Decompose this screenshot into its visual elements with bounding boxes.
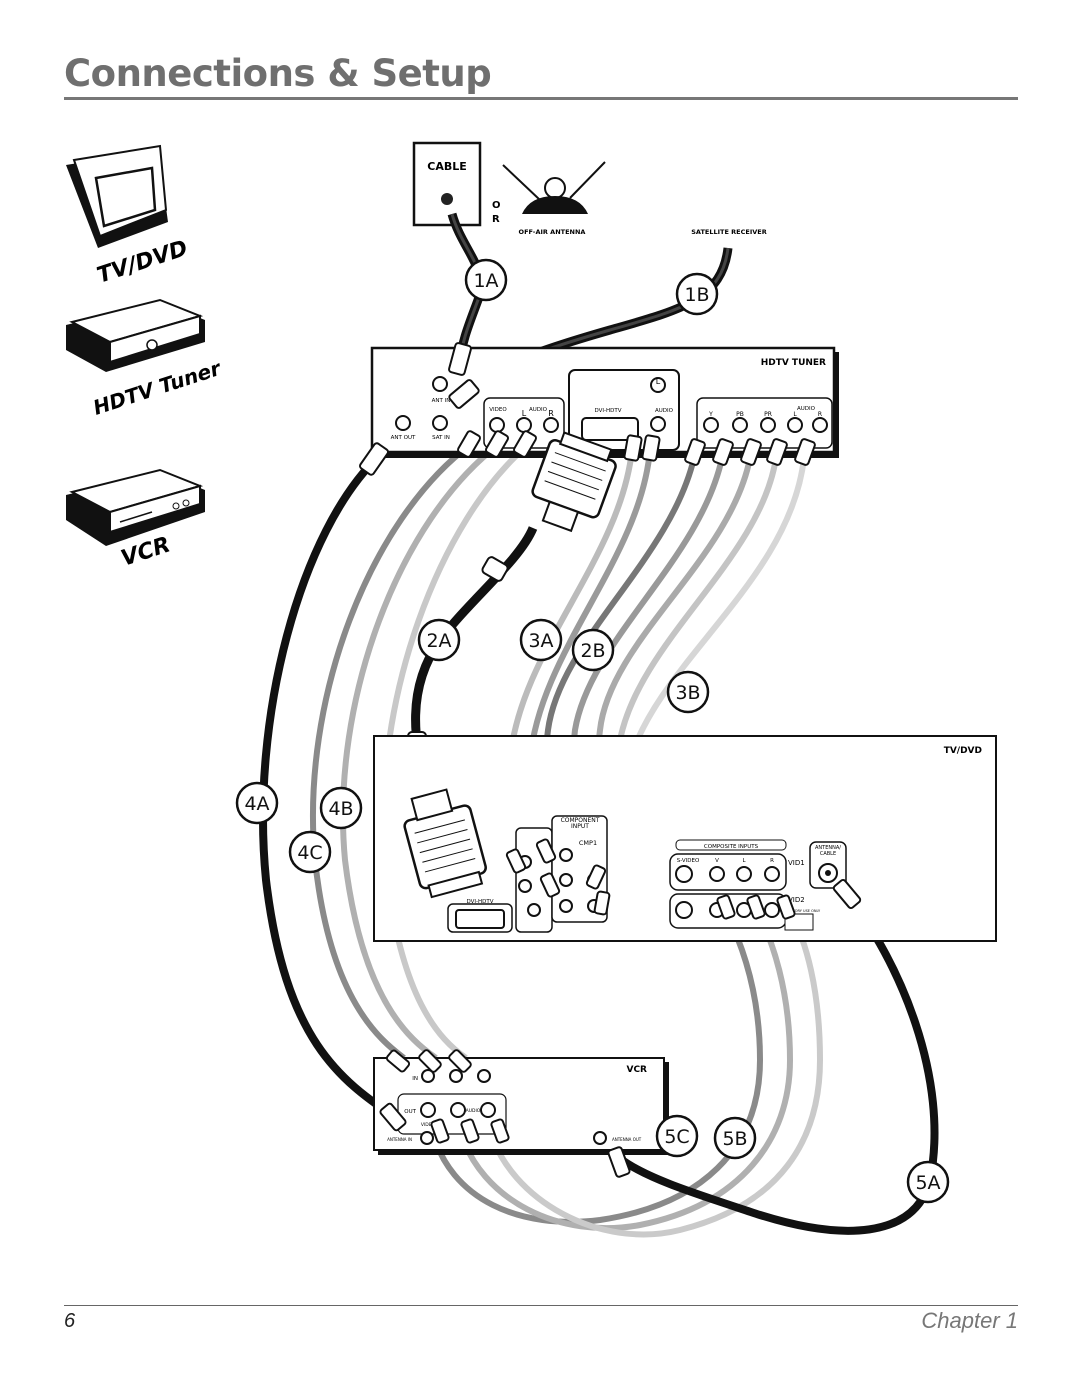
- vcr-antenna-in: ANTENNA IN: [387, 1137, 412, 1142]
- tv-cmp1: CMP1: [579, 839, 597, 847]
- step-2b: 2B: [580, 640, 605, 662]
- cable-wall-plate: [412, 141, 482, 227]
- tv-component-input: COMPONENT: [561, 817, 600, 824]
- dvi-plug-bottom: [403, 788, 487, 899]
- hdtv-sat-in: SAT IN: [432, 435, 450, 441]
- step-4a: 4A: [244, 793, 269, 815]
- dvi-plug-top: [531, 431, 617, 533]
- hdtv-audio-r: R: [548, 409, 554, 418]
- hdtv-dvi-l: L: [656, 377, 661, 386]
- tv-antenna-cable-2: CABLE: [820, 851, 836, 857]
- title-rule: [64, 97, 1018, 100]
- cable-5b: [457, 910, 794, 1232]
- vcr-panel-title: VCR: [626, 1065, 647, 1075]
- hdtv-dvi: DVI-HDTV: [594, 408, 621, 414]
- tv-icon: [66, 144, 168, 248]
- step-5c: 5C: [664, 1126, 689, 1148]
- vcr-panel: [373, 1057, 669, 1155]
- chapter-label: Chapter 1: [921, 1308, 1018, 1333]
- cable-label: CABLE: [427, 160, 467, 173]
- tv-panel-title: TV/DVD: [944, 746, 982, 756]
- step-3a: 3A: [528, 630, 553, 652]
- vcr-video: VIDEO: [421, 1122, 436, 1128]
- tv-vid2: VID2: [788, 896, 805, 904]
- or-label: O: [492, 200, 501, 211]
- vcr-antenna-out: ANTENNA OUT: [612, 1137, 642, 1142]
- step-2a: 2A: [426, 630, 451, 652]
- tv-factory-use: FOR FACTORY USE ONLY: [778, 909, 821, 913]
- hdtv-comp-audio: AUDIO: [797, 406, 816, 412]
- hdtv-comp-r: R: [818, 411, 822, 418]
- hdtv-tuner-icon: [66, 298, 205, 372]
- hdtv-dvi-audio: AUDIO: [655, 408, 674, 414]
- tv-dvi-hdtv: DVI-HDTV: [466, 899, 493, 905]
- tv-l: L: [742, 858, 746, 864]
- tv-composite-inputs: COMPOSITE INPUTS: [704, 844, 759, 850]
- hdtv-panel-title: HDTV TUNER: [761, 358, 826, 368]
- vcr-out: OUT: [404, 1109, 416, 1115]
- step-4b: 4B: [328, 798, 353, 820]
- off-air-antenna-label: OFF-AIR ANTENNA: [519, 228, 586, 236]
- hdtv-y: Y: [708, 411, 713, 418]
- footer-rule: [64, 1305, 1018, 1306]
- hdtv-video: VIDEO: [489, 407, 507, 413]
- page-number: 6: [64, 1310, 76, 1332]
- hdtv-ant-out: ANT OUT: [391, 435, 416, 441]
- vcr-audio: AUDIO: [466, 1108, 481, 1114]
- tv-antenna-cable: ANTENNA/: [815, 845, 841, 851]
- hdtv-pb: PB: [736, 411, 744, 418]
- hdtv-tuner-panel: [370, 346, 839, 458]
- tv-v: V: [715, 858, 719, 864]
- cable-5c: [429, 910, 764, 1225]
- tv-vid1: VID1: [788, 859, 805, 867]
- page-title: Connections & Setup: [64, 52, 492, 95]
- hdtv-pr: PR: [764, 411, 772, 418]
- cable-4b: [309, 442, 472, 1061]
- step-1a: 1A: [473, 270, 498, 292]
- tv-s-video: S-VIDEO: [677, 858, 700, 864]
- cable-5a: [619, 889, 939, 1235]
- hdtv-audio: AUDIO: [529, 407, 548, 413]
- hdtv-audio-l: L: [522, 409, 527, 418]
- step-4c: 4C: [297, 842, 322, 864]
- hdtv-comp-l: L: [793, 411, 797, 418]
- or-label-r: R: [492, 214, 500, 225]
- vcr-icon: [66, 468, 205, 546]
- tv-component-input-2: INPUT: [571, 823, 589, 830]
- step-5a: 5A: [915, 1172, 940, 1194]
- step-bubbles: [235, 258, 950, 1204]
- tv-r: R: [770, 858, 774, 864]
- step-3b: 3B: [675, 682, 700, 704]
- step-1b: 1B: [684, 284, 709, 306]
- cable-4a: [259, 452, 399, 1122]
- hdtv-ant-in: ANT IN: [432, 398, 451, 404]
- vcr-in: IN: [412, 1076, 418, 1082]
- satellite-receiver-label: SATELLITE RECEIVER: [691, 228, 766, 236]
- step-5b: 5B: [722, 1128, 747, 1150]
- off-air-antenna-icon: [502, 161, 606, 214]
